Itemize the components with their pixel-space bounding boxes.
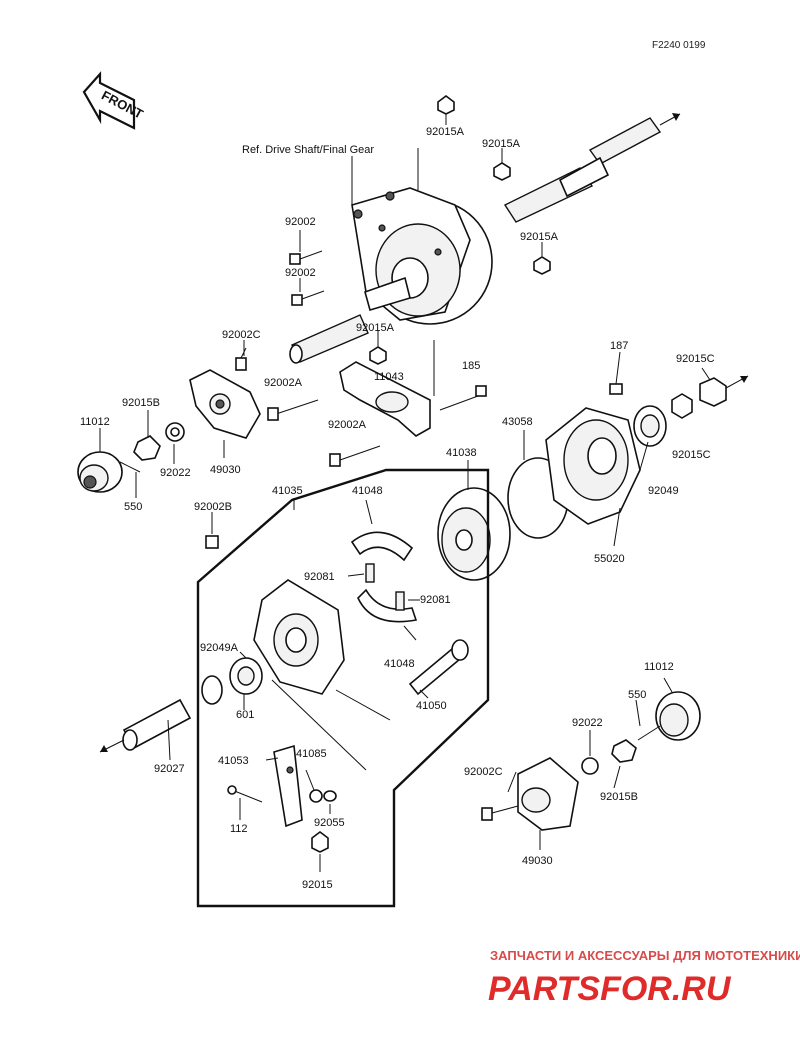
front-arrow-icon: FRONT <box>82 71 146 130</box>
label-41038: 41038 <box>446 447 477 459</box>
label-55020: 55020 <box>594 553 625 565</box>
label-550-top: 550 <box>124 501 142 513</box>
label-92022-bot: 92022 <box>572 717 603 729</box>
label-550-bot: 550 <box>628 689 646 701</box>
spacer-tube-92027 <box>99 698 192 753</box>
label-92015A-c: 92015A <box>520 231 559 243</box>
label-92002C-bot: 92002C <box>464 766 503 778</box>
label-41048-a: 41048 <box>352 485 383 497</box>
label-92027: 92027 <box>154 763 185 775</box>
label-92049: 92049 <box>648 485 679 497</box>
label-92015B-top: 92015B <box>122 397 160 409</box>
brake-panel-group <box>201 531 469 853</box>
label-92049A: 92049A <box>200 642 239 654</box>
label-92015C-a: 92015C <box>676 353 715 365</box>
label-92002B: 92002B <box>194 501 232 513</box>
label-41085: 41085 <box>296 748 327 760</box>
label-92002-b: 92002 <box>285 267 316 279</box>
reference-note: Ref. Drive Shaft/Final Gear <box>242 144 374 156</box>
upper-fasteners <box>289 95 551 365</box>
bracket-11043 <box>267 361 487 467</box>
watermark: ЗАПЧАСТИ И АКСЕССУАРЫ ДЛЯ МОТОТЕХНИКИ PA… <box>488 948 800 1008</box>
label-92015A-a: 92015A <box>426 126 465 138</box>
left-hub-group <box>77 347 261 493</box>
label-92015: 92015 <box>302 879 333 891</box>
label-92081-b: 92081 <box>420 594 451 606</box>
label-185: 185 <box>462 360 480 372</box>
label-41050: 41050 <box>416 700 447 712</box>
label-92002A-b: 92002A <box>328 419 367 431</box>
label-601: 601 <box>236 709 254 721</box>
brake-drum-group <box>437 375 749 581</box>
diagram-code: F2240 0199 <box>652 40 706 51</box>
leader-lines <box>99 114 711 872</box>
label-92015A-b: 92015A <box>482 138 521 150</box>
label-92015C-b: 92015C <box>672 449 711 461</box>
label-11012-top: 11012 <box>80 416 110 428</box>
part-labels: Ref. Drive Shaft/Final Gear 92015A 92015… <box>80 126 715 891</box>
label-92015B-bot: 92015B <box>600 791 638 803</box>
label-92015A-d: 92015A <box>356 322 395 334</box>
label-49030-bot: 49030 <box>522 855 553 867</box>
label-92022-top: 92022 <box>160 467 191 479</box>
label-92081-a: 92081 <box>304 571 335 583</box>
watermark-tagline: ЗАПЧАСТИ И АКСЕССУАРЫ ДЛЯ МОТОТЕХНИКИ <box>490 948 800 963</box>
label-41035: 41035 <box>272 485 303 497</box>
label-41048-b: 41048 <box>384 658 415 670</box>
final-gear-case <box>289 113 681 364</box>
label-92002A-a: 92002A <box>264 377 303 389</box>
label-92055: 92055 <box>314 817 345 829</box>
label-92002C-top: 92002C <box>222 329 261 341</box>
label-92002-a: 92002 <box>285 216 316 228</box>
label-41053: 41053 <box>218 755 249 767</box>
label-43058: 43058 <box>502 416 533 428</box>
label-11043: 11043 <box>374 371 404 383</box>
watermark-logo: PARTSFOR.RU <box>488 970 732 1008</box>
right-hub-group <box>481 691 701 831</box>
label-112: 112 <box>230 823 248 835</box>
label-187: 187 <box>610 340 628 352</box>
label-49030-top: 49030 <box>210 464 241 476</box>
label-11012-bot: 11012 <box>644 661 674 673</box>
group-outline-41035 <box>196 468 490 908</box>
